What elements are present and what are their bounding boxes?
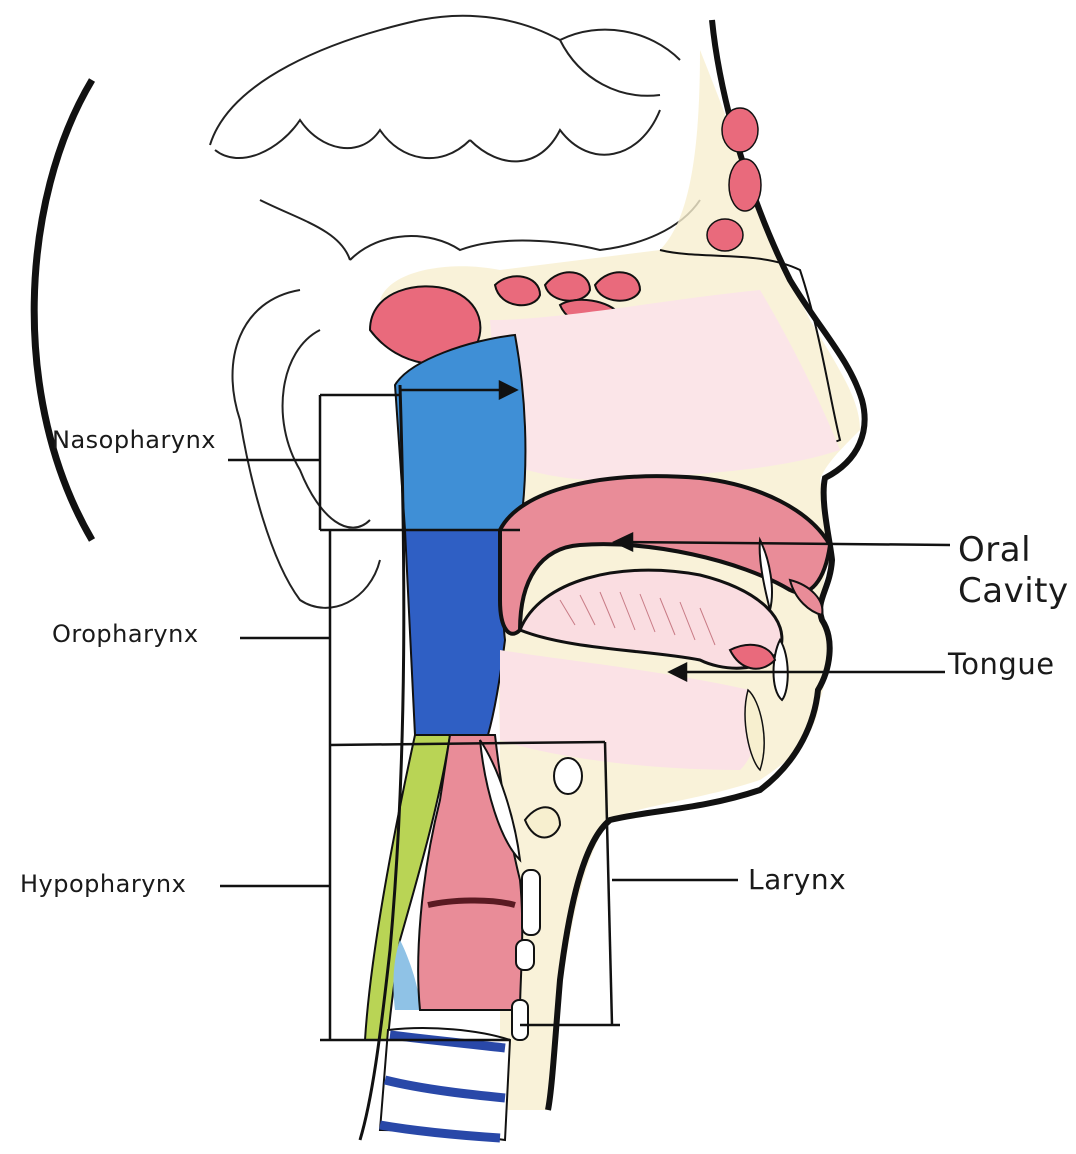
label-oral-line2: Cavity	[958, 571, 1069, 612]
label-oropharynx: Oropharynx	[52, 622, 199, 646]
label-oral-cavity: Oral Cavity	[958, 530, 1069, 612]
label-tongue: Tongue	[948, 650, 1055, 679]
trachea	[380, 1028, 510, 1140]
label-larynx: Larynx	[748, 866, 846, 894]
label-hypopharynx: Hypopharynx	[20, 872, 186, 896]
nasopharynx-region	[395, 335, 525, 530]
brain-outline	[210, 16, 700, 260]
esophagus-light	[393, 940, 420, 1010]
label-oral-line1: Oral	[958, 530, 1069, 571]
skull-outline	[34, 80, 92, 540]
ear-outline	[233, 290, 381, 608]
label-nasopharynx: Nasopharynx	[52, 428, 216, 452]
